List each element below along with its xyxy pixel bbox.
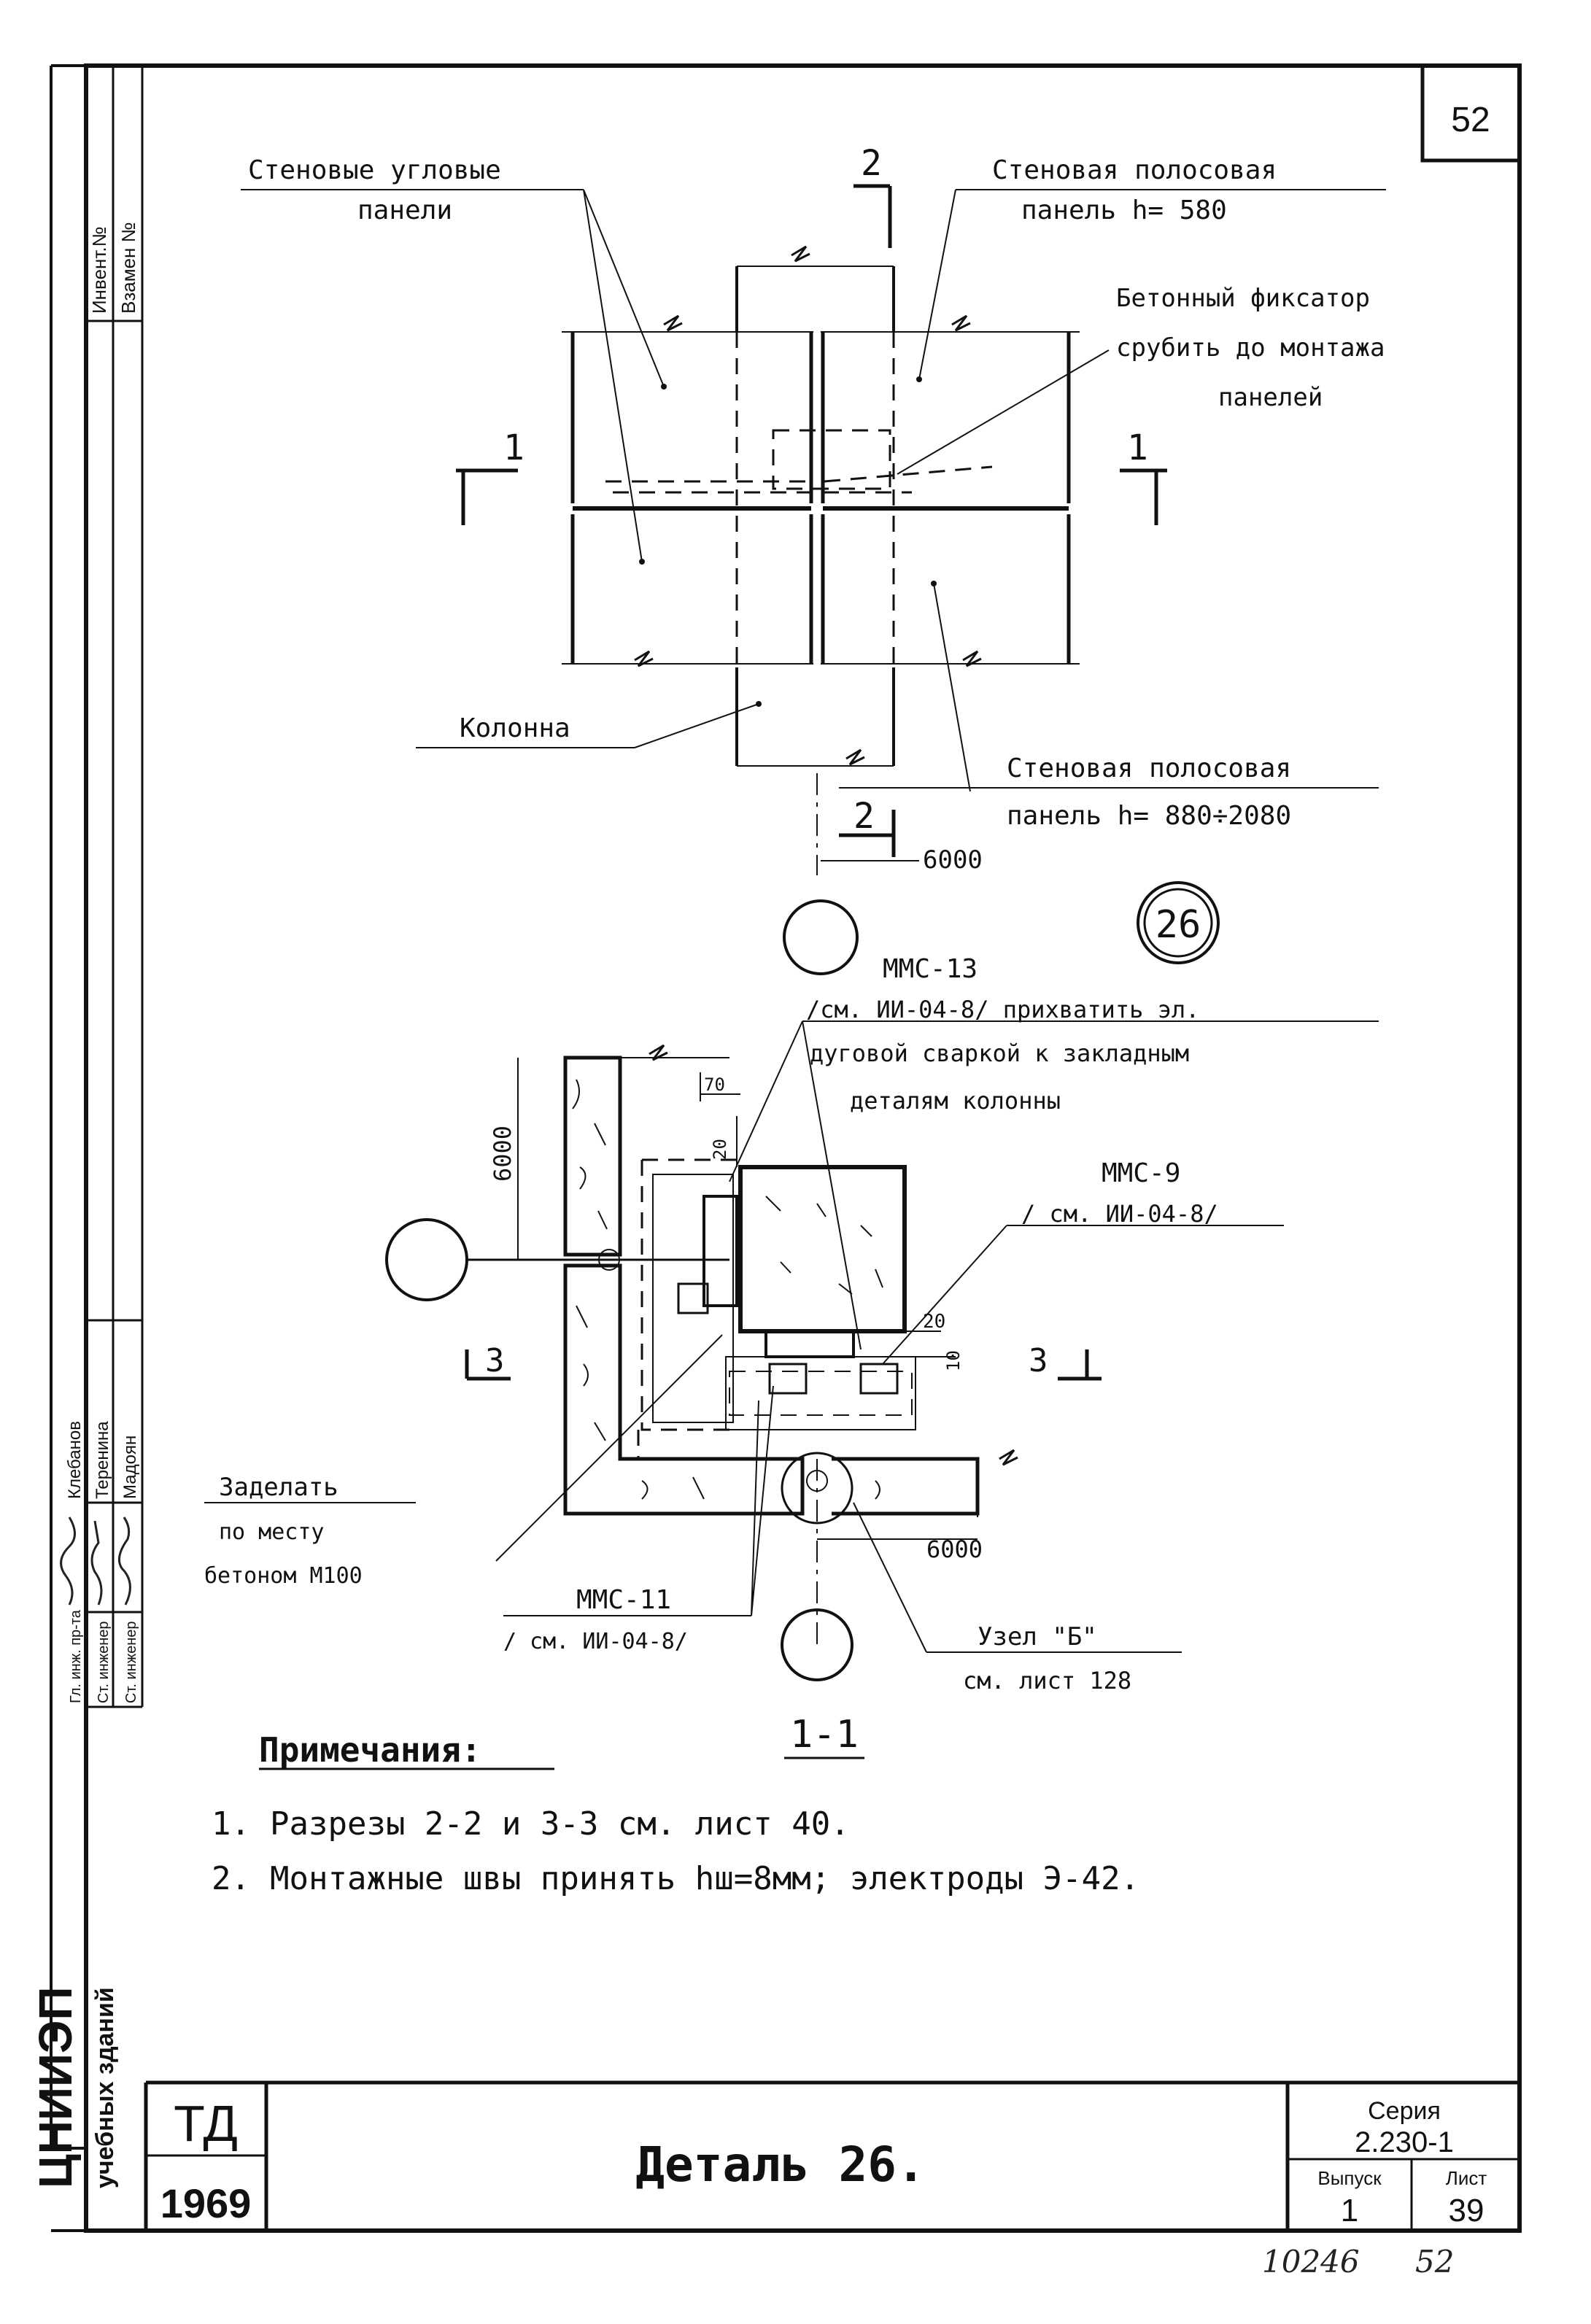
org-name: ЦНИИЭП <box>29 1987 82 2189</box>
footer-number-2: 52 <box>1415 2244 1454 2280</box>
dim-6000-left: 6000 <box>489 1126 516 1182</box>
top-panel-label-1: Стеновая полосовая <box>992 155 1277 185</box>
fixator-label-1: Бетонный фиксатор <box>1116 284 1370 313</box>
fill-label-3: бетоном М100 <box>204 1563 363 1589</box>
signatures <box>60 1517 131 1606</box>
title-block <box>144 2080 1520 2231</box>
role-senior-engineer-1: Ст. инженер <box>96 1621 112 1703</box>
plan-view <box>241 184 1386 975</box>
org-subtitle: учебных зданий <box>91 1987 119 2188</box>
detail-marker-number: 26 <box>1155 903 1201 947</box>
section-mark-1-left: 1 <box>503 427 524 468</box>
inventory-number-label: Инвент.№ <box>88 226 110 314</box>
left-strip <box>86 66 144 1708</box>
sheet-value: 39 <box>1449 2193 1484 2228</box>
corner-panels-label-1: Стеновые угловые <box>248 155 501 185</box>
bottom-panel-label-2: панель h= 880÷2080 <box>1007 801 1291 831</box>
series-label: Серия <box>1368 2097 1441 2125</box>
corner-panels-label-2: панели <box>357 195 452 225</box>
name-klebanov: Клебанов <box>65 1421 85 1499</box>
sheet-frame <box>50 63 1522 2233</box>
role-chief-engineer: Гл. инж. пр-та <box>68 1609 84 1703</box>
bottom-panel-label-1: Стеновая полосовая <box>1007 754 1291 783</box>
replaces-number-label: Взамен № <box>117 222 139 314</box>
sheet-label: Лист <box>1446 2167 1487 2189</box>
section-title: 1-1 <box>790 1713 859 1756</box>
note-2-number: 2. <box>212 1860 250 1897</box>
note-2-text: Монтажные швы принять hш=8мм; электроды … <box>270 1860 1139 1897</box>
section-mark-1-right: 1 <box>1127 427 1148 468</box>
logo-td: ТД <box>174 2095 238 2152</box>
issue-label: Выпуск <box>1317 2167 1382 2189</box>
mmc13-label-2: /см. ИИ-04-8/ прихватить эл. <box>806 996 1199 1023</box>
section-mark-3-right: 3 <box>1029 1342 1048 1379</box>
dim-70: 70 <box>704 1074 725 1095</box>
name-terenina: Теренина <box>93 1421 112 1499</box>
dim-20-right: 20 <box>923 1311 945 1333</box>
section-view <box>204 1020 1379 1759</box>
section-mark-2-top: 2 <box>861 143 882 184</box>
mmc11-label-1: ММС-11 <box>576 1585 671 1615</box>
mmc9-label-1: ММС-9 <box>1102 1158 1180 1188</box>
section-mark-2-bottom: 2 <box>853 796 875 837</box>
detail-marker <box>1137 881 1220 964</box>
section-view-labels: ММС-13 /см. ИИ-04-8/ прихватить эл. дуго… <box>204 954 1218 1756</box>
name-madoyan: Мадоян <box>120 1436 140 1499</box>
note-1-text: Разрезы 2-2 и 3-3 см. лист 40. <box>270 1805 850 1843</box>
drawing-title: Деталь 26. <box>635 2137 925 2193</box>
mmc13-label-4: деталям колонны <box>850 1087 1061 1115</box>
node-label-2: см. лист 128 <box>963 1667 1131 1694</box>
page-number: 52 <box>1451 101 1490 139</box>
column-label: Колонна <box>460 713 570 743</box>
fill-label-2: по месту <box>219 1519 325 1545</box>
mmc9-label-2: / см. ИИ-04-8/ <box>1021 1200 1218 1228</box>
fill-label-1: Заделать <box>219 1473 338 1502</box>
node-label-1: Узел "Б" <box>978 1622 1097 1651</box>
mmc13-label-3: дуговой сваркой к закладным <box>810 1039 1189 1067</box>
fixator-label-2: срубить до монтажа <box>1116 333 1385 363</box>
mmc11-label-2: / см. ИИ-04-8/ <box>503 1629 688 1654</box>
series-value: 2.230-1 <box>1355 2126 1454 2158</box>
issue-value: 1 <box>1341 2193 1358 2228</box>
dim-6000-plan: 6000 <box>923 845 983 875</box>
top-panel-label-2: панель h= 580 <box>1021 195 1227 225</box>
dim-10: 10 <box>943 1350 964 1371</box>
dim-6000-bottom: 6000 <box>926 1535 983 1563</box>
note-1-number: 1. <box>212 1805 250 1843</box>
footer-number-1: 10246 <box>1262 2244 1360 2280</box>
mmc13-label-1: ММС-13 <box>883 954 978 984</box>
plan-view-labels: Стеновые угловые панели Стеновая полосов… <box>248 143 1385 875</box>
dim-20-top: 20 <box>710 1139 730 1160</box>
role-senior-engineer-2: Ст. инженер <box>123 1621 139 1703</box>
notes-heading: Примечания: <box>259 1730 481 1770</box>
section-mark-3-left: 3 <box>485 1342 505 1379</box>
year: 1969 <box>160 2180 252 2226</box>
fixator-label-3: панелей <box>1218 383 1323 412</box>
